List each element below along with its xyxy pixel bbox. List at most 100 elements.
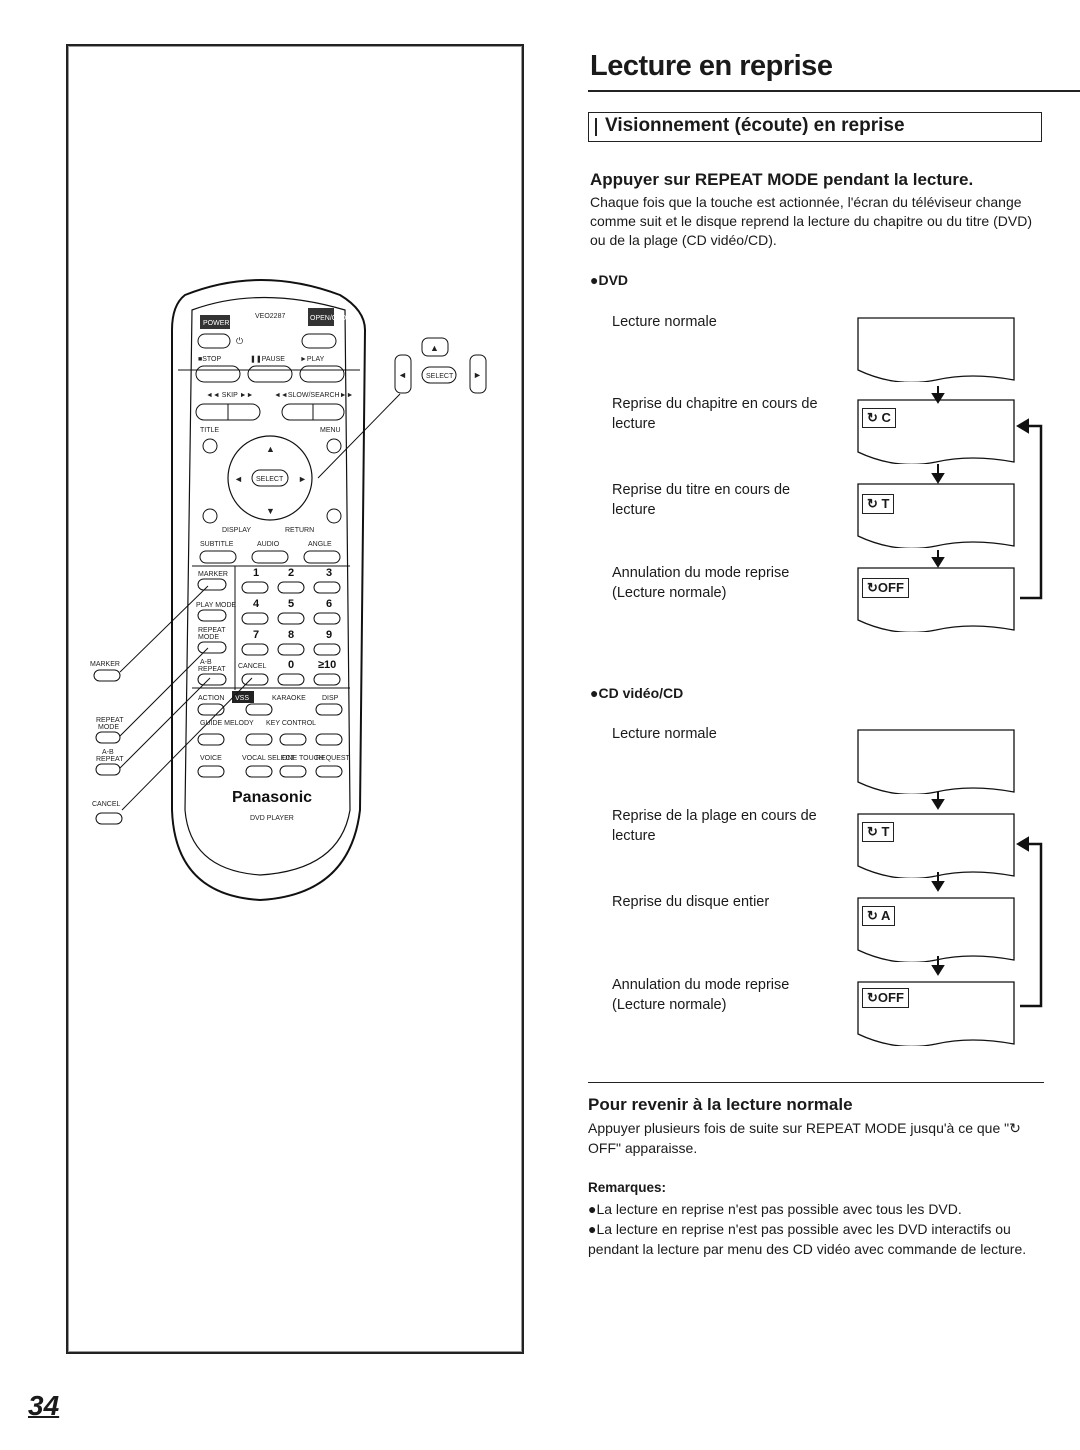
stop-button[interactable] bbox=[195, 365, 241, 383]
cd-screen-4: ↻OFF bbox=[856, 980, 1016, 1051]
instruction-heading: Appuyer sur REPEAT MODE pendant la lectu… bbox=[590, 170, 974, 189]
title-button[interactable] bbox=[202, 438, 218, 454]
svg-text:▲: ▲ bbox=[266, 444, 275, 454]
svg-text:A-B: A-B bbox=[102, 749, 114, 756]
digit-4-button[interactable] bbox=[241, 612, 269, 625]
svg-text:RETURN: RETURN bbox=[285, 527, 314, 534]
ab-repeat-button[interactable] bbox=[197, 673, 227, 686]
svg-text:▲: ▲ bbox=[430, 343, 439, 353]
subtitle-button[interactable] bbox=[199, 550, 237, 564]
svg-text:VOICE: VOICE bbox=[200, 755, 222, 762]
return-button[interactable] bbox=[326, 508, 342, 524]
cancel-button[interactable] bbox=[241, 673, 269, 686]
vocal-select-button[interactable] bbox=[245, 765, 273, 778]
svg-text:TITLE: TITLE bbox=[200, 427, 219, 434]
dvd-step-4-text: Annulation du mode reprise (Lecture norm… bbox=[612, 565, 790, 601]
marker-button[interactable] bbox=[197, 578, 227, 591]
svg-text:2: 2 bbox=[288, 567, 294, 579]
svg-text:REPEAT: REPEAT bbox=[198, 666, 226, 673]
section-heading-box: Visionnement (écoute) en reprise bbox=[588, 112, 1042, 142]
callout-marker-button bbox=[93, 669, 121, 682]
remote-control-illustration: POWER VEO2287 OPEN/CLOSE ⏻ ■STOP ❚❚PAUSE… bbox=[90, 279, 487, 902]
svg-text:VOCAL SELECT: VOCAL SELECT bbox=[242, 755, 295, 762]
callout-cancel-button bbox=[95, 812, 123, 825]
dvd-label: ●DVD bbox=[590, 272, 629, 288]
play-mode-button[interactable] bbox=[197, 609, 227, 622]
section-bar bbox=[595, 118, 597, 136]
voice-button[interactable] bbox=[197, 765, 225, 778]
callout-select-button bbox=[421, 366, 457, 384]
display-button[interactable] bbox=[202, 508, 218, 524]
open-close-button[interactable] bbox=[301, 333, 337, 349]
digit-2-button[interactable] bbox=[277, 581, 305, 594]
svg-text:0: 0 bbox=[288, 659, 294, 671]
play-button[interactable] bbox=[299, 365, 345, 383]
request-button[interactable] bbox=[315, 765, 343, 778]
svg-text:◄: ◄ bbox=[234, 474, 243, 484]
audio-button[interactable] bbox=[251, 550, 289, 564]
key-natural-button[interactable] bbox=[279, 733, 307, 746]
select-button[interactable] bbox=[251, 469, 289, 487]
remote-body bbox=[171, 279, 367, 902]
svg-text:►: ► bbox=[298, 474, 307, 484]
power-label-box bbox=[200, 315, 230, 329]
digit-8-button[interactable] bbox=[277, 643, 305, 656]
section-title: Visionnement (écoute) en reprise bbox=[605, 115, 905, 136]
disp-button[interactable] bbox=[315, 703, 343, 716]
dvd-flow-arrows bbox=[931, 386, 1043, 600]
digit-9-button[interactable] bbox=[313, 643, 341, 656]
cd-step-3-text: Reprise du disque entier bbox=[612, 894, 770, 910]
svg-text:ACTION: ACTION bbox=[198, 695, 224, 702]
note-item: ●La lecture en reprise n'est pas possibl… bbox=[588, 1221, 1027, 1257]
callout-right-button bbox=[469, 354, 487, 394]
svg-text:KARAOKE: KARAOKE bbox=[272, 695, 306, 702]
svg-text:SELECT: SELECT bbox=[426, 373, 454, 380]
angle-button[interactable] bbox=[303, 550, 341, 564]
digit-7-button[interactable] bbox=[241, 643, 269, 656]
note-item: ●La lecture en reprise n'est pas possibl… bbox=[588, 1201, 962, 1217]
vss-button[interactable] bbox=[245, 703, 273, 716]
svg-text:DISP: DISP bbox=[322, 695, 339, 702]
svg-text:◄◄ SKIP ►►: ◄◄ SKIP ►► bbox=[206, 392, 253, 399]
svg-text:6: 6 bbox=[326, 598, 332, 610]
cd-screen-3: ↻ A bbox=[856, 896, 1016, 967]
callout-repeat-mode-button bbox=[95, 731, 121, 744]
repeat-title-icon: ↻ T bbox=[862, 494, 895, 514]
svg-text:PLAY MODE: PLAY MODE bbox=[196, 602, 237, 609]
menu-button[interactable] bbox=[326, 438, 342, 454]
svg-text:MARKER: MARKER bbox=[198, 571, 228, 578]
svg-text:REPEAT: REPEAT bbox=[96, 756, 124, 763]
repeat-chapter-icon: ↻ C bbox=[862, 408, 896, 428]
key-flat-button[interactable] bbox=[245, 733, 273, 746]
key-sharp-button[interactable] bbox=[315, 733, 343, 746]
repeat-mode-button[interactable] bbox=[197, 641, 227, 654]
pause-button[interactable] bbox=[247, 365, 293, 383]
svg-text:►PLAY: ►PLAY bbox=[300, 356, 325, 363]
digit-10-button[interactable] bbox=[313, 673, 341, 686]
cd-step-2-text: Reprise de la plage en cours de lecture bbox=[612, 808, 817, 844]
guide-melody-button[interactable] bbox=[197, 733, 225, 746]
nav-pad[interactable] bbox=[227, 435, 313, 521]
svg-text:►: ► bbox=[473, 370, 482, 380]
digit-3-button[interactable] bbox=[313, 581, 341, 594]
digit-1-button[interactable] bbox=[241, 581, 269, 594]
power-button[interactable] bbox=[197, 333, 231, 349]
svg-text:GUIDE MELODY: GUIDE MELODY bbox=[200, 720, 254, 727]
cd-screen-1 bbox=[856, 728, 1016, 799]
cd-step-4-text: Annulation du mode reprise (Lecture norm… bbox=[612, 977, 790, 1013]
digit-6-button[interactable] bbox=[313, 612, 341, 625]
dvd-screen-2: ↻ C bbox=[856, 398, 1016, 469]
svg-text:❚❚PAUSE: ❚❚PAUSE bbox=[250, 355, 285, 363]
instruction-body: Chaque fois que la touche est actionnée,… bbox=[590, 194, 1032, 248]
digit-0-button[interactable] bbox=[277, 673, 305, 686]
svg-text:MARKER: MARKER bbox=[90, 661, 120, 668]
separator-rule bbox=[588, 1082, 1044, 1083]
svg-text:DISPLAY: DISPLAY bbox=[222, 527, 251, 534]
dvd-screen-4: ↻OFF bbox=[856, 566, 1016, 637]
callout-ab-repeat-button bbox=[95, 763, 121, 776]
repeat-all-icon: ↻ A bbox=[862, 906, 896, 926]
svg-text:≥10: ≥10 bbox=[318, 659, 336, 671]
digit-5-button[interactable] bbox=[277, 612, 305, 625]
one-touch-button[interactable] bbox=[279, 765, 307, 778]
action-button[interactable] bbox=[197, 703, 225, 716]
